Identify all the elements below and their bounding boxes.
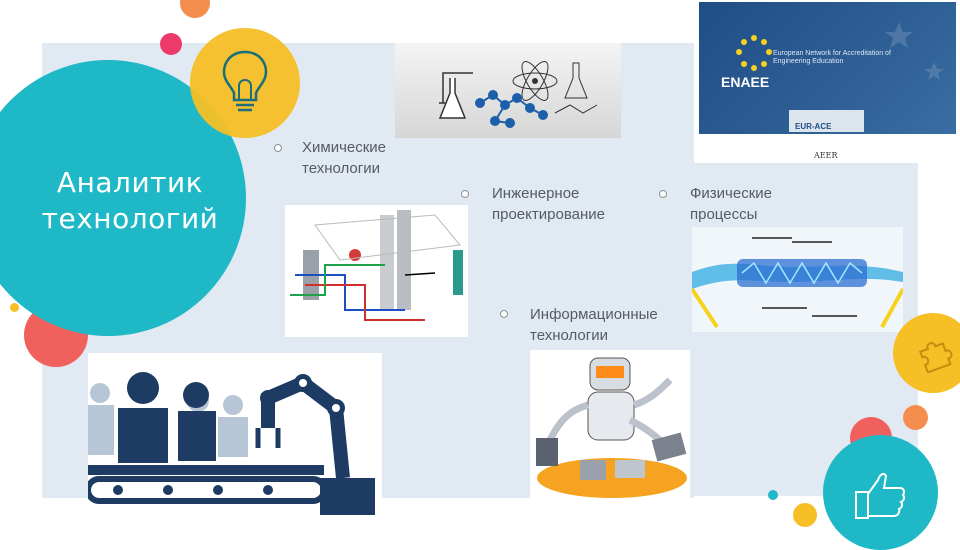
decor-dot-orange-top (180, 0, 210, 18)
enaee-logo-text: ENAEE (721, 74, 770, 90)
fiber-optics-image (692, 227, 903, 332)
puzzle-circle (893, 313, 960, 393)
lightbulb-icon (222, 50, 268, 112)
robot-image (530, 350, 690, 500)
topic-bullet (659, 190, 667, 198)
aeer-caption: AEER (814, 151, 838, 160)
factory-automation-image (88, 353, 382, 515)
puzzle-icon (919, 342, 953, 373)
topic-bullet (274, 144, 282, 152)
decor-dot-teal (768, 490, 778, 500)
decor-dot-yellow-bottom (793, 503, 817, 527)
slide-title: Аналитик технологий (41, 166, 219, 235)
topic-engineering-design: Инженерное проектирование (492, 185, 605, 223)
topic-chemical-technologies: Химические технологии (302, 139, 387, 177)
plant-piping-image (285, 205, 468, 337)
topic-bullet (500, 310, 508, 318)
topic-bullet (461, 190, 469, 198)
eurace-logo-text: EUR-ACE (795, 122, 832, 131)
topic-physical-processes: Физические процессы (690, 185, 772, 223)
thumbs-up-icon (855, 472, 906, 519)
decor-dot-pink (160, 33, 182, 55)
topic-information-technologies: Информационные технологии (530, 306, 658, 344)
decor-dot-orange-right (903, 405, 928, 430)
chemistry-image (395, 43, 621, 138)
enaee-badge: ENAEE European Network for Accreditation… (699, 2, 956, 134)
lightbulb-circle (190, 28, 300, 138)
decor-dot-yellow-small (10, 303, 19, 312)
enaee-caption: European Network for Accreditation of En… (773, 50, 891, 65)
thumbs-up-circle (823, 435, 938, 550)
